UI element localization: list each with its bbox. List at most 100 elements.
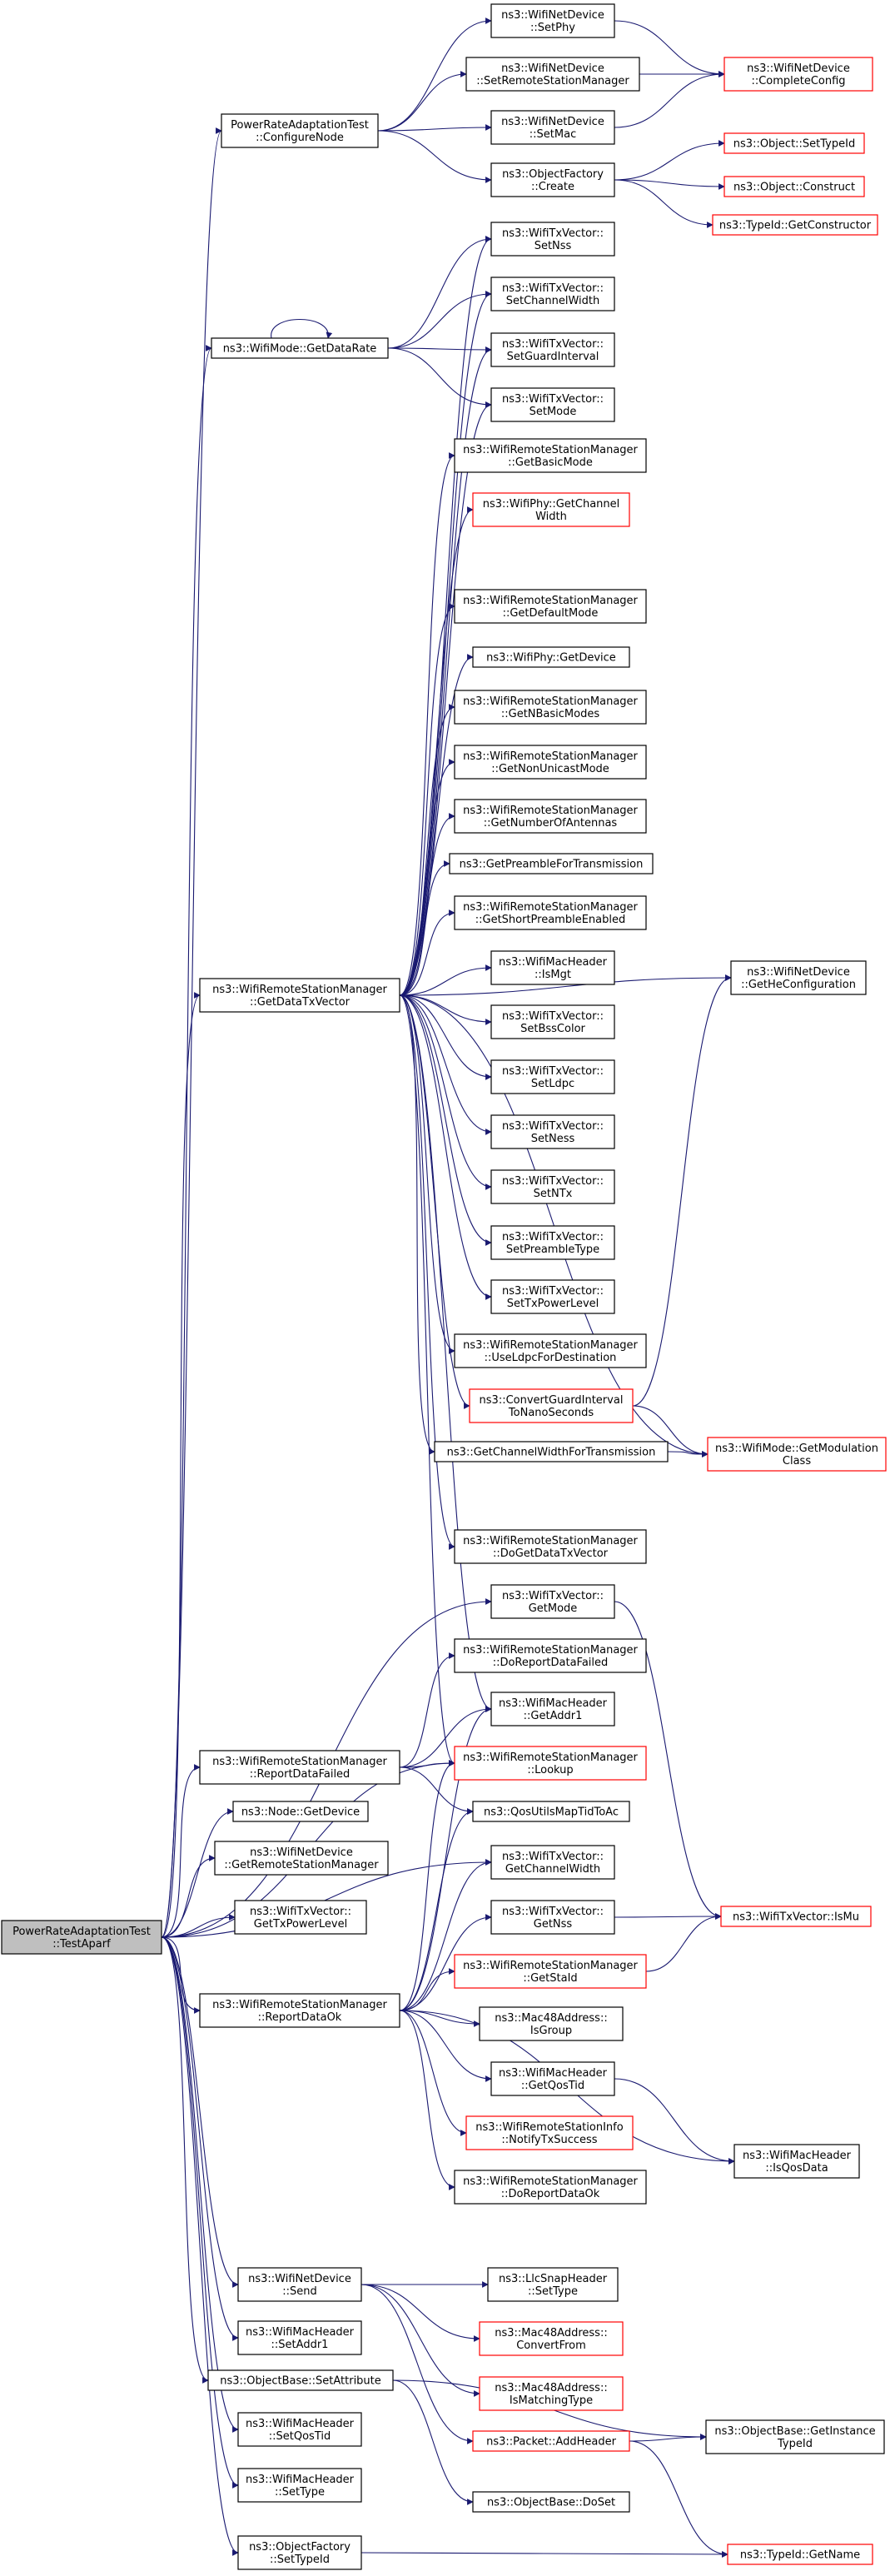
node-box-dogetdatatxvector[interactable]	[454, 1529, 647, 1564]
node-getshortpreambleenabled[interactable]: ns3::WifiRemoteStationManager::GetShortP…	[454, 895, 647, 930]
node-doreportdataok[interactable]: ns3::WifiRemoteStationManager::DoReportD…	[454, 2170, 647, 2205]
node-box-setremotestationmanager[interactable]	[465, 57, 640, 92]
node-ismgt[interactable]: ns3::WifiMacHeader::IsMgt	[490, 950, 615, 985]
node-setaddr1[interactable]: ns3::WifiMacHeader::SetAddr1	[237, 2320, 362, 2355]
node-setnss[interactable]: ns3::WifiTxVector::SetNss	[490, 222, 615, 257]
node-objectsettypeid[interactable]: ns3::Object::SetTypeId	[723, 132, 865, 154]
node-getdefaultmode[interactable]: ns3::WifiRemoteStationManager::GetDefaul…	[454, 589, 647, 624]
node-phygetchannelwidth[interactable]: ns3::WifiPhy::GetChannelWidth	[472, 492, 630, 527]
node-box-nodegetdevice[interactable]	[232, 1801, 369, 1822]
node-getaddr1[interactable]: ns3::WifiMacHeader::GetAddr1	[490, 1692, 615, 1726]
node-box-getnss[interactable]	[490, 1900, 615, 1935]
node-box-getinstancetypeid[interactable]	[705, 2419, 885, 2454]
node-setmode[interactable]: ns3::WifiTxVector::SetMode	[490, 387, 615, 422]
node-getdatatxvector[interactable]: ns3::WifiRemoteStationManager::GetDataTx…	[199, 978, 400, 1013]
node-configurenode[interactable]: PowerRateAdaptationTest::ConfigureNode	[221, 113, 379, 148]
node-objectconstruct[interactable]: ns3::Object::Construct	[723, 176, 865, 197]
node-box-notifytxsuccess[interactable]	[465, 2115, 634, 2150]
node-reportdataok[interactable]: ns3::WifiRemoteStationManager::ReportDat…	[199, 1993, 400, 2028]
node-box-addheader[interactable]	[472, 2430, 630, 2452]
node-useldpcfordestination[interactable]: ns3::WifiRemoteStationManager::UseLdpcFo…	[454, 1333, 647, 1368]
node-box-getchannelwidthfortransmission[interactable]	[434, 1441, 669, 1462]
node-box-setphy[interactable]	[490, 3, 615, 38]
node-box-getbasicmode[interactable]	[454, 438, 647, 473]
node-box-getdatarate[interactable]	[211, 337, 389, 359]
node-convertfrom[interactable]: ns3::Mac48Address::ConvertFrom	[479, 2321, 624, 2356]
node-ismatchingtype[interactable]: ns3::Mac48Address::IsMatchingType	[479, 2376, 624, 2411]
node-setness[interactable]: ns3::WifiTxVector::SetNess	[490, 1114, 615, 1149]
node-box-setntx[interactable]	[490, 1169, 615, 1204]
node-box-setaddr1[interactable]	[237, 2320, 362, 2355]
node-getmode[interactable]: ns3::WifiTxVector::GetMode	[490, 1584, 615, 1619]
node-box-setattribute[interactable]	[207, 2369, 394, 2391]
node-getheconfiguration[interactable]: ns3::WifiNetDevice::GetHeConfiguration	[730, 960, 867, 995]
node-box-doset[interactable]	[472, 2491, 630, 2513]
node-box-getchannelwidth[interactable]	[490, 1845, 615, 1880]
node-setguardinterval[interactable]: ns3::WifiTxVector::SetGuardInterval	[490, 332, 615, 367]
node-box-getheconfiguration[interactable]	[730, 960, 867, 995]
node-objectfactorysettypeid[interactable]: ns3::ObjectFactory::SetTypeId	[237, 2535, 362, 2570]
node-box-isqosdata[interactable]	[733, 2144, 860, 2179]
node-setremotestationmanager[interactable]: ns3::WifiNetDevice::SetRemoteStationMana…	[465, 57, 640, 92]
node-box-getmode[interactable]	[490, 1584, 615, 1619]
node-box-setldpc[interactable]	[490, 1059, 615, 1094]
node-box-objectsettypeid[interactable]	[723, 132, 865, 154]
node-box-testaparf[interactable]	[1, 1920, 162, 1955]
node-box-llcsettype[interactable]	[487, 2267, 619, 2302]
node-box-doreportdatafailed[interactable]	[454, 1638, 647, 1673]
node-setphy[interactable]: ns3::WifiNetDevice::SetPhy	[490, 3, 615, 38]
node-reportdatafailed[interactable]: ns3::WifiRemoteStationManager::ReportDat…	[199, 1750, 400, 1785]
node-box-getdatatxvector[interactable]	[199, 978, 400, 1013]
node-llcsettype[interactable]: ns3::LlcSnapHeader::SetType	[487, 2267, 619, 2302]
node-getnumberofantennas[interactable]: ns3::WifiRemoteStationManager::GetNumber…	[454, 799, 647, 834]
node-settype[interactable]: ns3::WifiMacHeader::SetType	[237, 2468, 362, 2503]
node-box-getqostid[interactable]	[490, 2061, 615, 2096]
node-box-getremotestationmanager[interactable]	[214, 1841, 389, 1876]
node-getnbasicmodes[interactable]: ns3::WifiRemoteStationManager::GetNBasic…	[454, 690, 647, 725]
node-box-configurenode[interactable]	[221, 113, 379, 148]
node-getqostid[interactable]: ns3::WifiMacHeader::GetQosTid	[490, 2061, 615, 2096]
node-box-getshortpreambleenabled[interactable]	[454, 895, 647, 930]
node-box-setmode[interactable]	[490, 387, 615, 422]
node-box-getstaid[interactable]	[454, 1954, 647, 1989]
node-lookup[interactable]: ns3::WifiRemoteStationManager::Lookup	[454, 1746, 647, 1781]
node-gettxpowerlevel[interactable]: ns3::WifiTxVector::GetTxPowerLevel	[234, 1900, 367, 1935]
node-objectfactorycreate[interactable]: ns3::ObjectFactory::Create	[490, 162, 615, 197]
node-box-lookup[interactable]	[454, 1746, 647, 1781]
node-phygetdevice[interactable]: ns3::WifiPhy::GetDevice	[472, 646, 630, 668]
node-box-settype[interactable]	[237, 2468, 362, 2503]
node-isqosdata[interactable]: ns3::WifiMacHeader::IsQosData	[733, 2144, 860, 2179]
node-doset[interactable]: ns3::ObjectBase::DoSet	[472, 2491, 630, 2513]
node-box-setpreambletype[interactable]	[490, 1225, 615, 1260]
node-box-ismatchingtype[interactable]	[479, 2376, 624, 2411]
node-completeconfig[interactable]: ns3::WifiNetDevice::CompleteConfig	[723, 57, 873, 92]
node-box-ismgt[interactable]	[490, 950, 615, 985]
node-setldpc[interactable]: ns3::WifiTxVector::SetLdpc	[490, 1059, 615, 1094]
node-box-objectfactorysettypeid[interactable]	[237, 2535, 362, 2570]
node-getdatarate[interactable]: ns3::WifiMode::GetDataRate	[211, 337, 389, 359]
node-getstaid[interactable]: ns3::WifiRemoteStationManager::GetStaId	[454, 1954, 647, 1989]
node-getbasicmode[interactable]: ns3::WifiRemoteStationManager::GetBasicM…	[454, 438, 647, 473]
node-box-getpreamblefortransmission[interactable]	[449, 853, 654, 874]
node-box-getmodulationclass[interactable]	[707, 1437, 887, 1472]
node-box-setbsscolor[interactable]	[490, 1004, 615, 1039]
node-box-getnumberofantennas[interactable]	[454, 799, 647, 834]
node-box-convertfrom[interactable]	[479, 2321, 624, 2356]
node-box-getnonunicastmode[interactable]	[454, 745, 647, 780]
node-box-objectfactorycreate[interactable]	[490, 162, 615, 197]
node-box-setqostid[interactable]	[237, 2412, 362, 2447]
node-getnonunicastmode[interactable]: ns3::WifiRemoteStationManager::GetNonUni…	[454, 745, 647, 780]
node-getname[interactable]: ns3::TypeId::GetName	[727, 2544, 873, 2565]
node-box-ismu[interactable]	[720, 1906, 872, 1927]
node-box-getaddr1[interactable]	[490, 1692, 615, 1726]
node-box-getdefaultmode[interactable]	[454, 589, 647, 624]
node-box-completeconfig[interactable]	[723, 57, 873, 92]
node-setmac[interactable]: ns3::WifiNetDevice::SetMac	[490, 110, 615, 145]
node-box-reportdataok[interactable]	[199, 1993, 400, 2028]
node-setattribute[interactable]: ns3::ObjectBase::SetAttribute	[207, 2369, 394, 2391]
node-setbsscolor[interactable]: ns3::WifiTxVector::SetBssColor	[490, 1004, 615, 1039]
node-getremotestationmanager[interactable]: ns3::WifiNetDevice::GetRemoteStationMana…	[214, 1841, 389, 1876]
node-getnss[interactable]: ns3::WifiTxVector::GetNss	[490, 1900, 615, 1935]
node-nodegetdevice[interactable]: ns3::Node::GetDevice	[232, 1801, 369, 1822]
